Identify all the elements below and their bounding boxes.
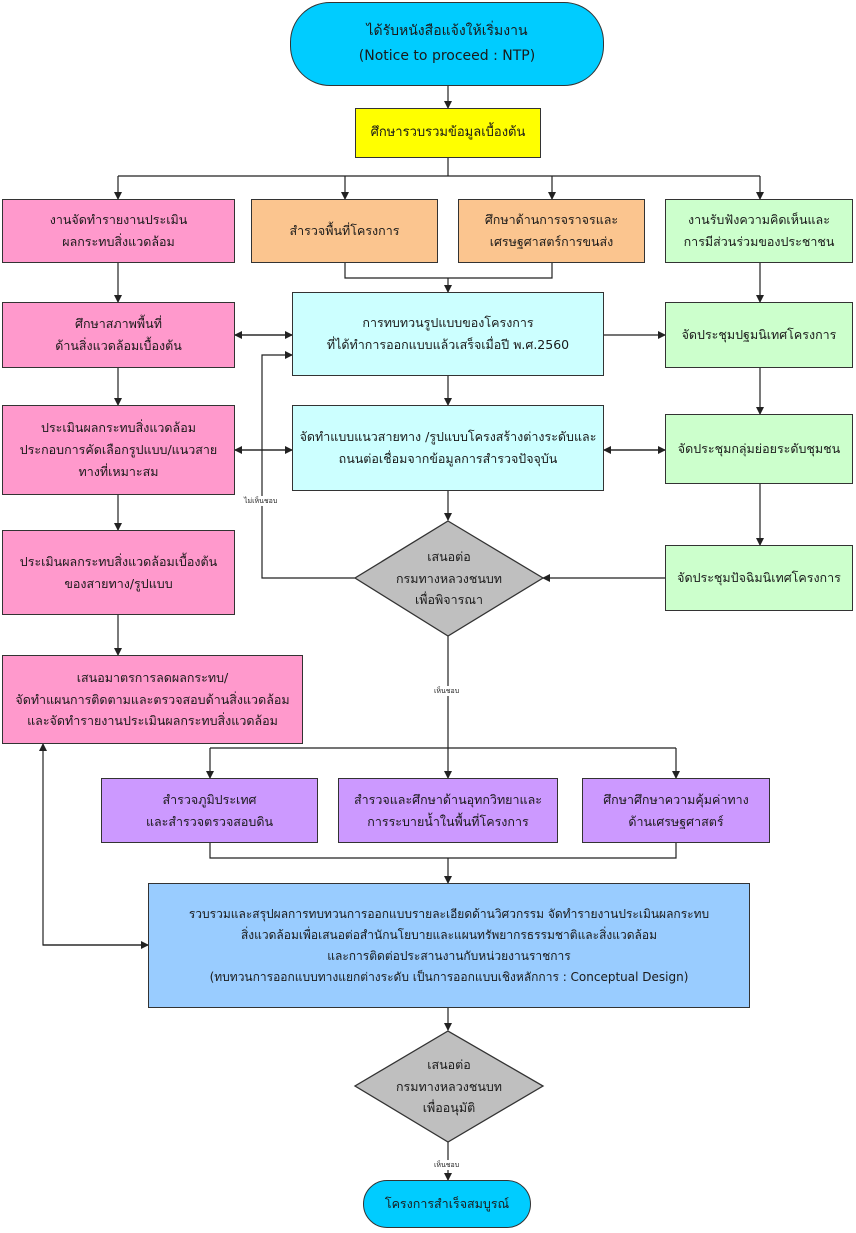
decision2-line1: เสนอต่อ <box>427 1056 471 1072</box>
gather-box: ศึกษารวบรวมข้อมูลเบื้องต้น <box>355 108 541 158</box>
env-report-box: งานจัดทำรายงานประเมิน ผลกระทบสิ่งแวดล้อม <box>2 199 235 263</box>
alignment-design-box: จัดทำแบบแนวสายทาง /รูปแบบโครงสร้างต่างระ… <box>292 405 604 491</box>
decision1-line1: เสนอต่อ <box>427 548 471 564</box>
agree-label-2: เห็นชอบ <box>433 1160 461 1170</box>
arrow-not-agree-loop <box>261 351 355 579</box>
alignment-design-line1: จัดทำแบบแนวสายทาง /รูปแบบโครงสร้างต่างระ… <box>299 429 597 445</box>
env-assess-select-line3: ทางที่เหมาะสม <box>78 463 159 479</box>
agree-label-1: เห็นชอบ <box>433 686 461 696</box>
end-line1: โครงการสำเร็จสมบูรณ์ <box>384 1196 510 1212</box>
mitigation-line2: จัดทำแผนการติดตามและตรวจสอบด้านสิ่งแวดล้… <box>15 691 290 707</box>
decision1-line3: เพื่อพิจารณา <box>415 592 483 608</box>
survey-area-box: สำรวจพื้นที่โครงการ <box>251 199 438 263</box>
design-review-line1: การทบทวนรูปแบบของโครงการ <box>362 315 534 331</box>
group-meeting-box: จัดประชุมกลุ่มย่อยระดับชุมชน <box>665 414 853 484</box>
decision1-line2: กรมทางหลวงชนบท <box>395 570 503 586</box>
econ-study-box: ศึกษาศึกษาความคุ้มค่าทาง ด้านเศรษฐศาสตร์ <box>582 778 770 843</box>
env-assess-prelim-line2: ของสายทาง/รูปแบบ <box>64 575 173 591</box>
public-hearing-line1: งานรับฟังความคิดเห็นและ <box>688 212 830 228</box>
decision1-text: เสนอต่อ กรมทางหลวงชนบท เพื่อพิจารณา <box>355 521 543 636</box>
survey-area-line1: สำรวจพื้นที่โครงการ <box>289 223 400 239</box>
start-line1: ได้รับหนังสือแจ้งให้เริ่มงาน <box>366 22 528 39</box>
geo-survey-line1: สำรวจภูมิประเทศ <box>162 791 257 807</box>
econ-study-line1: ศึกษาศึกษาความคุ้มค่าทาง <box>603 791 749 807</box>
gather-line1: ศึกษารวบรวมข้อมูลเบื้องต้น <box>370 124 526 140</box>
env-baseline-line2: ด้านสิ่งแวดล้อมเบื้องต้น <box>55 338 182 353</box>
closing-meeting-line1: จัดประชุมปัจฉิมนิเทศโครงการ <box>677 570 841 586</box>
env-report-line2: ผลกระทบสิ่งแวดล้อม <box>62 234 175 249</box>
orientation-meeting-line1: จัดประชุมปฐมนิเทศโครงการ <box>681 327 837 343</box>
hydro-survey-line1: สำรวจและศึกษาด้านอุทกวิทยาและ <box>354 791 542 807</box>
design-review-box: การทบทวนรูปแบบของโครงการ ที่ได้ทำการออกแ… <box>292 292 604 376</box>
mitigation-line3: และจัดทำรายงานประเมินผลกระทบสิ่งแวดล้อม <box>27 713 278 729</box>
end-terminal: โครงการสำเร็จสมบูรณ์ <box>363 1180 531 1228</box>
not-agree-label: ไม่เห็นชอบ <box>243 496 279 506</box>
mitigation-box: เสนอมาตรการลดผลกระทบ/ จัดทำแผนการติดตามแ… <box>2 655 303 744</box>
decision2-text: เสนอต่อ กรมทางหลวงชนบท เพื่ออนุมัติ <box>355 1031 543 1142</box>
summary-line2: สิ่งแวดล้อมเพื่อเสนอต่อสำนักนโยบายและแผน… <box>240 927 658 942</box>
line-purple-merge <box>209 843 677 859</box>
traffic-study-box: ศึกษาด้านการจราจรและ เศรษฐศาสตร์การขนส่ง <box>458 199 645 263</box>
design-review-line2: ที่ได้ทำการออกแบบแล้วเสร็จเมื่อปี พ.ศ.25… <box>326 337 570 352</box>
env-assess-select-box: ประเมินผลกระทบสิ่งแวดล้อม ประกอบการคัดเล… <box>2 405 235 495</box>
decision-shape-1 <box>353 520 545 637</box>
line-orange-merge <box>344 263 553 279</box>
orientation-meeting-box: จัดประชุมปฐมนิเทศโครงการ <box>665 302 853 368</box>
start-terminal: ได้รับหนังสือแจ้งให้เริ่มงาน (Notice to … <box>290 2 604 86</box>
traffic-study-line2: เศรษฐศาสตร์การขนส่ง <box>489 234 614 249</box>
summary-box: รวบรวมและสรุปผลการทบทวนการออกแบบรายละเอี… <box>148 883 750 1008</box>
env-assess-select-line2: ประกอบการคัดเลือกรูปแบบ/แนวสาย <box>19 442 218 458</box>
env-baseline-box: ศึกษาสภาพพื้นที่ ด้านสิ่งแวดล้อมเบื้องต้… <box>2 302 235 368</box>
public-hearing-line2: การมีส่วนร่วมของประชาชน <box>683 234 835 249</box>
env-report-line1: งานจัดทำรายงานประเมิน <box>49 212 188 228</box>
alignment-design-line2: ถนนต่อเชื่อมจากข้อมูลการสำรวจปัจจุบัน <box>338 451 558 466</box>
group-meeting-line1: จัดประชุมกลุ่มย่อยระดับชุมชน <box>677 441 841 457</box>
closing-meeting-box: จัดประชุมปัจฉิมนิเทศโครงการ <box>665 545 853 611</box>
decision2-line2: กรมทางหลวงชนบท <box>395 1078 503 1094</box>
geo-survey-box: สำรวจภูมิประเทศ และสำรวจตรวจสอบดิน <box>101 778 318 843</box>
decision-shape-2 <box>353 1030 545 1143</box>
public-hearing-box: งานรับฟังความคิดเห็นและ การมีส่วนร่วมของ… <box>665 199 853 263</box>
env-assess-prelim-box: ประเมินผลกระทบสิ่งแวดล้อมเบื้องต้น ของสา… <box>2 530 235 615</box>
hydro-survey-line2: การระบายน้ำในพื้นที่โครงการ <box>367 813 529 829</box>
env-assess-select-line1: ประเมินผลกระทบสิ่งแวดล้อม <box>41 420 196 436</box>
env-assess-prelim-line1: ประเมินผลกระทบสิ่งแวดล้อมเบื้องต้น <box>19 553 218 569</box>
summary-line3: และการติดต่อประสานงานกับหน่วยงานราชการ <box>327 948 571 963</box>
decision2-line3: เพื่ออนุมัติ <box>422 1100 476 1116</box>
env-baseline-line1: ศึกษาสภาพพื้นที่ <box>75 316 162 332</box>
start-line2: (Notice to proceed : NTP) <box>358 48 536 64</box>
traffic-study-line1: ศึกษาด้านการจราจรและ <box>484 212 619 228</box>
geo-survey-line2: และสำรวจตรวจสอบดิน <box>145 813 274 829</box>
summary-line1: รวบรวมและสรุปผลการทบทวนการออกแบบรายละเอี… <box>188 906 710 921</box>
arrow-summary-mitigation <box>39 743 148 946</box>
summary-line4: (ทบทวนการออกแบบทางแยกต่างระดับ เป็นการออ… <box>209 969 689 984</box>
mitigation-line1: เสนอมาตรการลดผลกระทบ/ <box>76 669 229 685</box>
econ-study-line2: ด้านเศรษฐศาสตร์ <box>628 813 724 829</box>
hydro-survey-box: สำรวจและศึกษาด้านอุทกวิทยาและ การระบายน้… <box>338 778 558 843</box>
